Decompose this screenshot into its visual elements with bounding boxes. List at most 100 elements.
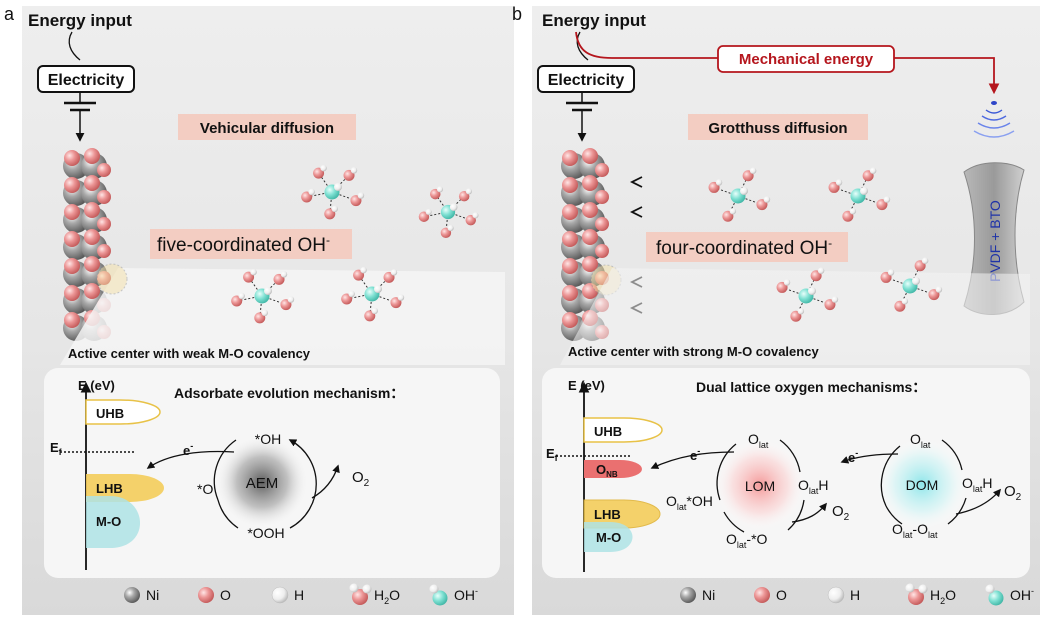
h-atom [447,225,454,232]
legend-h2o-h [362,584,372,594]
panel-b-band-uhb-label: UHB [594,424,622,439]
panel-b-dom-arc-bottom-left [885,505,903,525]
panel-b-band-onb [584,460,642,478]
h-atom [390,269,398,276]
h-atom [869,167,877,174]
panel-a-oh-clusters [231,164,479,324]
legend-ni-icon [124,587,140,603]
panel-a-band-lhb [86,474,164,502]
grotthuss-arrow-head [629,176,643,188]
panel-b-dom-arc-top-right [941,439,963,471]
panel-b-lom-right: OlatH [798,477,829,496]
h-atom [449,203,458,212]
panel-a-aem-label: AEM [246,475,279,492]
legend-h2o-label: H2O [374,587,400,606]
o-atom [84,283,100,299]
h-atom [331,205,338,213]
legend-h-icon [827,586,845,604]
oh-cluster [231,268,295,324]
panel-b-coordination-label: four-coordinated OH- [656,236,832,259]
legend-h2o-icon [908,589,924,605]
panel-b-lom-electron-arrow [650,451,735,469]
panel-a-fermi-label: Ef [50,440,63,457]
panel-a-electricity-label: Electricity [48,72,125,89]
panel-b-fermi-label: Ef [546,446,559,463]
o-atom [84,256,100,272]
panel-a-energy-input: Energy input [28,11,132,30]
o-atom [562,204,578,220]
oh-cluster [341,266,405,322]
h-atom [334,183,342,191]
h-atom [250,268,257,276]
o-atom [562,285,578,301]
panel-b-electricity-box [537,65,635,93]
h-atom [287,296,295,303]
o-atom [562,231,578,247]
panel-a-active-center-label: Active center with weak M-O covalency [68,346,311,361]
legend-oh-h [429,584,439,594]
panel-b-energy-input: Energy input [542,11,646,30]
panel-a-species-oh: *OH [255,431,281,447]
panel-a-species-ooh: *OOH [247,525,284,541]
panel-b-band-lhb-label: LHB [594,507,621,522]
panel-a-diffusion-box [178,114,356,140]
h-atom [360,266,367,274]
legend-h2o-h [905,583,915,593]
panel-a-band-lhb-label: LHB [96,481,123,496]
panel-b-lom-arc-top-right [779,439,801,473]
legend-o-label: O [220,587,231,603]
grotthuss-arrow-head [629,206,643,218]
h-atom [729,208,737,215]
o-atom [595,190,609,204]
h-atom [357,192,365,199]
h-atom [371,307,378,315]
panel-a-cycle-arc-right [288,439,317,529]
h-atom [740,187,748,195]
panel-b-diffusion-box [688,114,868,140]
legend-o-icon [198,587,214,603]
panel-b-lom-bottom: Olat-*O [726,531,768,550]
h-atom [935,286,943,293]
panel-b-energy-line [576,31,589,61]
h-atom [715,179,723,186]
h-atom [901,298,909,305]
panel-b-dom-bottom: Olat-Olat [892,521,938,540]
panel-b-onb-label: ONB [596,462,618,479]
panel-b-lom-left: Olat*OH [666,493,713,512]
panel-b-oh-clusters [708,167,943,322]
o-atom [64,312,80,328]
legend-oh-label: OH- [1010,586,1034,603]
panel-b-dom-right: OlatH [962,475,993,494]
h-atom [887,269,895,276]
h-atom [350,167,358,174]
o-atom [97,244,111,258]
panel-b-mechanical-line [575,31,1000,95]
panel-a-coordination-box [150,229,352,259]
h-atom [912,277,920,285]
h-atom [883,196,891,203]
panel-b-dom-label: DOM [906,477,939,493]
h-atom [831,296,839,303]
h-atom [348,290,355,298]
h-atom [308,188,315,196]
h-atom [808,287,816,295]
h-atom [797,308,805,315]
h-atom [425,208,432,216]
o-atom [562,312,578,328]
panel-b-dom-arc-bottom-right [947,497,967,525]
panel-b-coordination-box [646,232,848,262]
h-atom [397,294,405,301]
o-atom [582,175,598,191]
panel-a-band-mo-label: M-O [96,514,121,529]
panel-b-piezo-label: PVDF + BTO [987,200,1003,282]
panel-a-electron-label: e- [183,441,193,458]
o-atom [64,204,80,220]
panel-b-mechanical-label: Mechanical energy [739,51,874,68]
o-atom [562,177,578,193]
o-atom [84,229,100,245]
o-atom [84,175,100,191]
oh-cluster [418,186,479,239]
panel-b-dom-arc-left [880,445,901,507]
panel-b-band-mo-label: M-O [596,530,621,545]
h-atom [374,285,382,293]
